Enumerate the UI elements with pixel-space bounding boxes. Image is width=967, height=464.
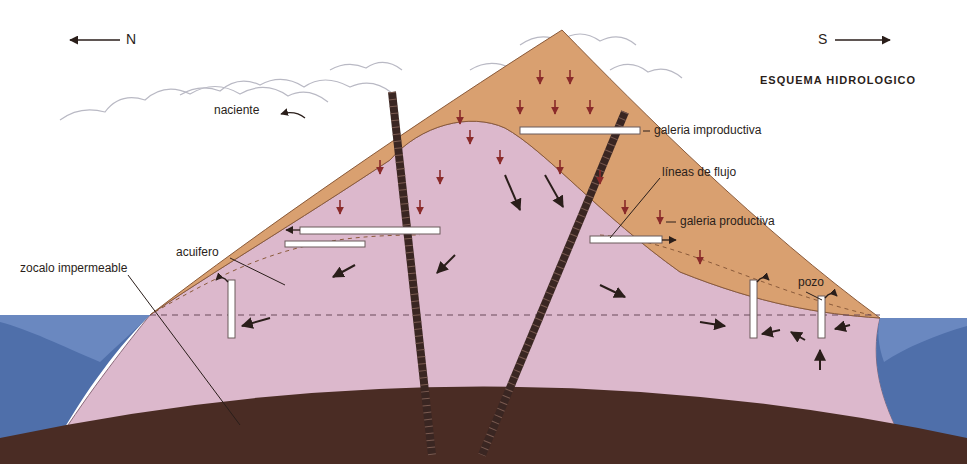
- galleries: [285, 127, 662, 247]
- sea-shade: [0, 315, 150, 362]
- flow-lines: [242, 175, 850, 370]
- callout-label: naciente: [214, 104, 259, 117]
- callout-label: pozo: [798, 276, 824, 289]
- compass-label: N: [126, 32, 136, 47]
- sea-shade: [878, 318, 967, 362]
- callout-label: acuifero: [176, 246, 219, 259]
- infiltration-arrow: [419, 200, 421, 214]
- infiltration-arrow: [599, 170, 601, 184]
- infiltration-arrow: [659, 210, 661, 224]
- infiltration-arrow: [499, 150, 501, 164]
- callout-label: líneas de flujo: [662, 166, 736, 179]
- sea-level: [150, 315, 880, 316]
- infiltration-arrow: [559, 160, 561, 174]
- callout-label: zocalo impermeable: [20, 262, 127, 275]
- water-table: [155, 235, 875, 316]
- dikes: [392, 92, 625, 455]
- infiltration-arrow: [339, 200, 341, 214]
- infiltration-arrows: [340, 70, 700, 264]
- discharge-arrows: [216, 113, 837, 298]
- callout-label: galeria productiva: [680, 215, 775, 228]
- infiltration-arrow: [699, 250, 701, 264]
- infiltration-arrow: [554, 100, 556, 114]
- infiltration-arrow: [589, 100, 591, 114]
- infiltration-arrow: [379, 160, 381, 174]
- infiltration-arrow: [519, 100, 521, 114]
- infiltration-arrow: [459, 110, 461, 124]
- infiltration-arrow: [469, 130, 471, 144]
- infiltration-arrow: [539, 70, 541, 84]
- compass-label: S: [818, 32, 827, 47]
- infiltration-arrow: [439, 170, 441, 184]
- callout-label: galeria improductiva: [654, 124, 761, 137]
- diagram-title: ESQUEMA HIDROLOGICO: [760, 74, 916, 86]
- compass-arrows: [70, 39, 890, 41]
- infiltration-arrow: [624, 200, 626, 214]
- wells: [228, 280, 825, 338]
- mountain-volcanic-rock: [150, 30, 880, 318]
- leader-lines: [128, 131, 822, 425]
- infiltration-arrow: [569, 70, 571, 84]
